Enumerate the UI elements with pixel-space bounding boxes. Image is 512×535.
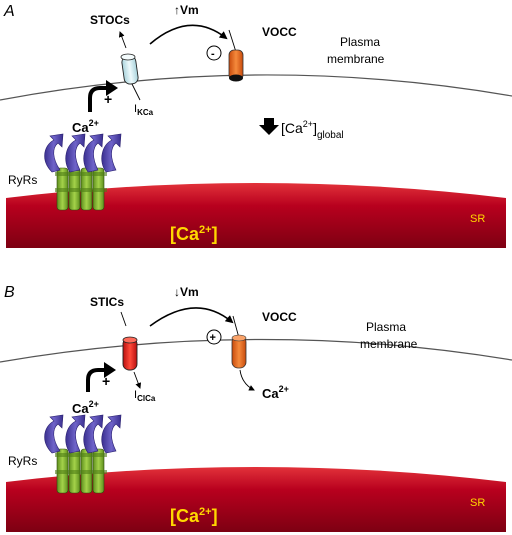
ryr-cluster-a bbox=[55, 167, 107, 211]
vocc-label-b: VOCC bbox=[262, 310, 297, 324]
k-efflux-arrow bbox=[118, 31, 127, 49]
ryrs-label-b: RyRs bbox=[8, 454, 37, 468]
minus-label: - bbox=[211, 48, 215, 60]
plasma-label-a: Plasma bbox=[340, 35, 380, 49]
ryrs-label-a: RyRs bbox=[8, 173, 37, 187]
sr-compartment-a bbox=[6, 183, 506, 248]
sr-ca-label-b: [Ca2+] bbox=[170, 506, 218, 526]
plus-label-b: + bbox=[102, 373, 110, 389]
ca-release-arrows-b bbox=[44, 414, 122, 454]
ca-influx-arrow bbox=[239, 369, 255, 391]
sr-label-a: SR bbox=[470, 213, 485, 225]
stics-label: STICs bbox=[90, 295, 124, 309]
panel-a-letter: A bbox=[3, 3, 15, 20]
vocc-channel-b bbox=[231, 315, 247, 369]
iclca-label: IClCa bbox=[134, 389, 156, 403]
ryr-cluster-b bbox=[55, 448, 107, 494]
panel-b: B [Ca2+] SR RyRs Ca2+ + bbox=[0, 284, 512, 532]
panel-b-letter: B bbox=[4, 284, 15, 301]
plasma-label-b: Plasma bbox=[366, 320, 406, 334]
decrease-arrow bbox=[259, 118, 279, 135]
vm-label-a: ↑Vm bbox=[174, 3, 199, 17]
ikca-label: IKCa bbox=[134, 103, 154, 117]
activation-circle bbox=[206, 329, 222, 345]
plus-circle-label: + bbox=[210, 332, 216, 344]
membrane-label-b: membrane bbox=[360, 337, 418, 351]
vm-arc-a bbox=[149, 24, 228, 45]
plus-label-a: + bbox=[104, 91, 112, 107]
activation-arrow-b bbox=[104, 362, 116, 378]
activation-arrow-a bbox=[106, 80, 118, 96]
vocc-label-a: VOCC bbox=[262, 25, 297, 39]
membrane-label-a: membrane bbox=[327, 52, 385, 66]
ca-label-a: Ca2+ bbox=[72, 118, 99, 135]
plasma-membrane-b bbox=[0, 338, 512, 363]
vm-label-b: ↓Vm bbox=[174, 285, 199, 299]
inhibition-circle bbox=[206, 45, 222, 61]
vocc-channel-a bbox=[228, 29, 244, 82]
cl-efflux-arrow bbox=[133, 371, 142, 389]
sr-label-b: SR bbox=[470, 497, 485, 509]
clca-channel bbox=[122, 336, 138, 371]
vm-arc-b bbox=[149, 307, 234, 327]
vocc-ca-label: Ca2+ bbox=[262, 384, 289, 401]
plasma-membrane-a bbox=[0, 74, 512, 101]
ca-label-b: Ca2+ bbox=[72, 399, 99, 416]
sr-ca-label-a: [Ca2+] bbox=[170, 224, 218, 244]
sr-compartment-b bbox=[6, 467, 506, 532]
global-ca-label: [Ca2+]global bbox=[281, 119, 344, 141]
ca-release-arrows-a bbox=[44, 133, 122, 173]
kca-channel bbox=[120, 53, 139, 85]
stocs-label: STOCs bbox=[90, 13, 130, 27]
panel-a: A [Ca2+] SR RyRs Ca2+ + bbox=[0, 3, 512, 248]
